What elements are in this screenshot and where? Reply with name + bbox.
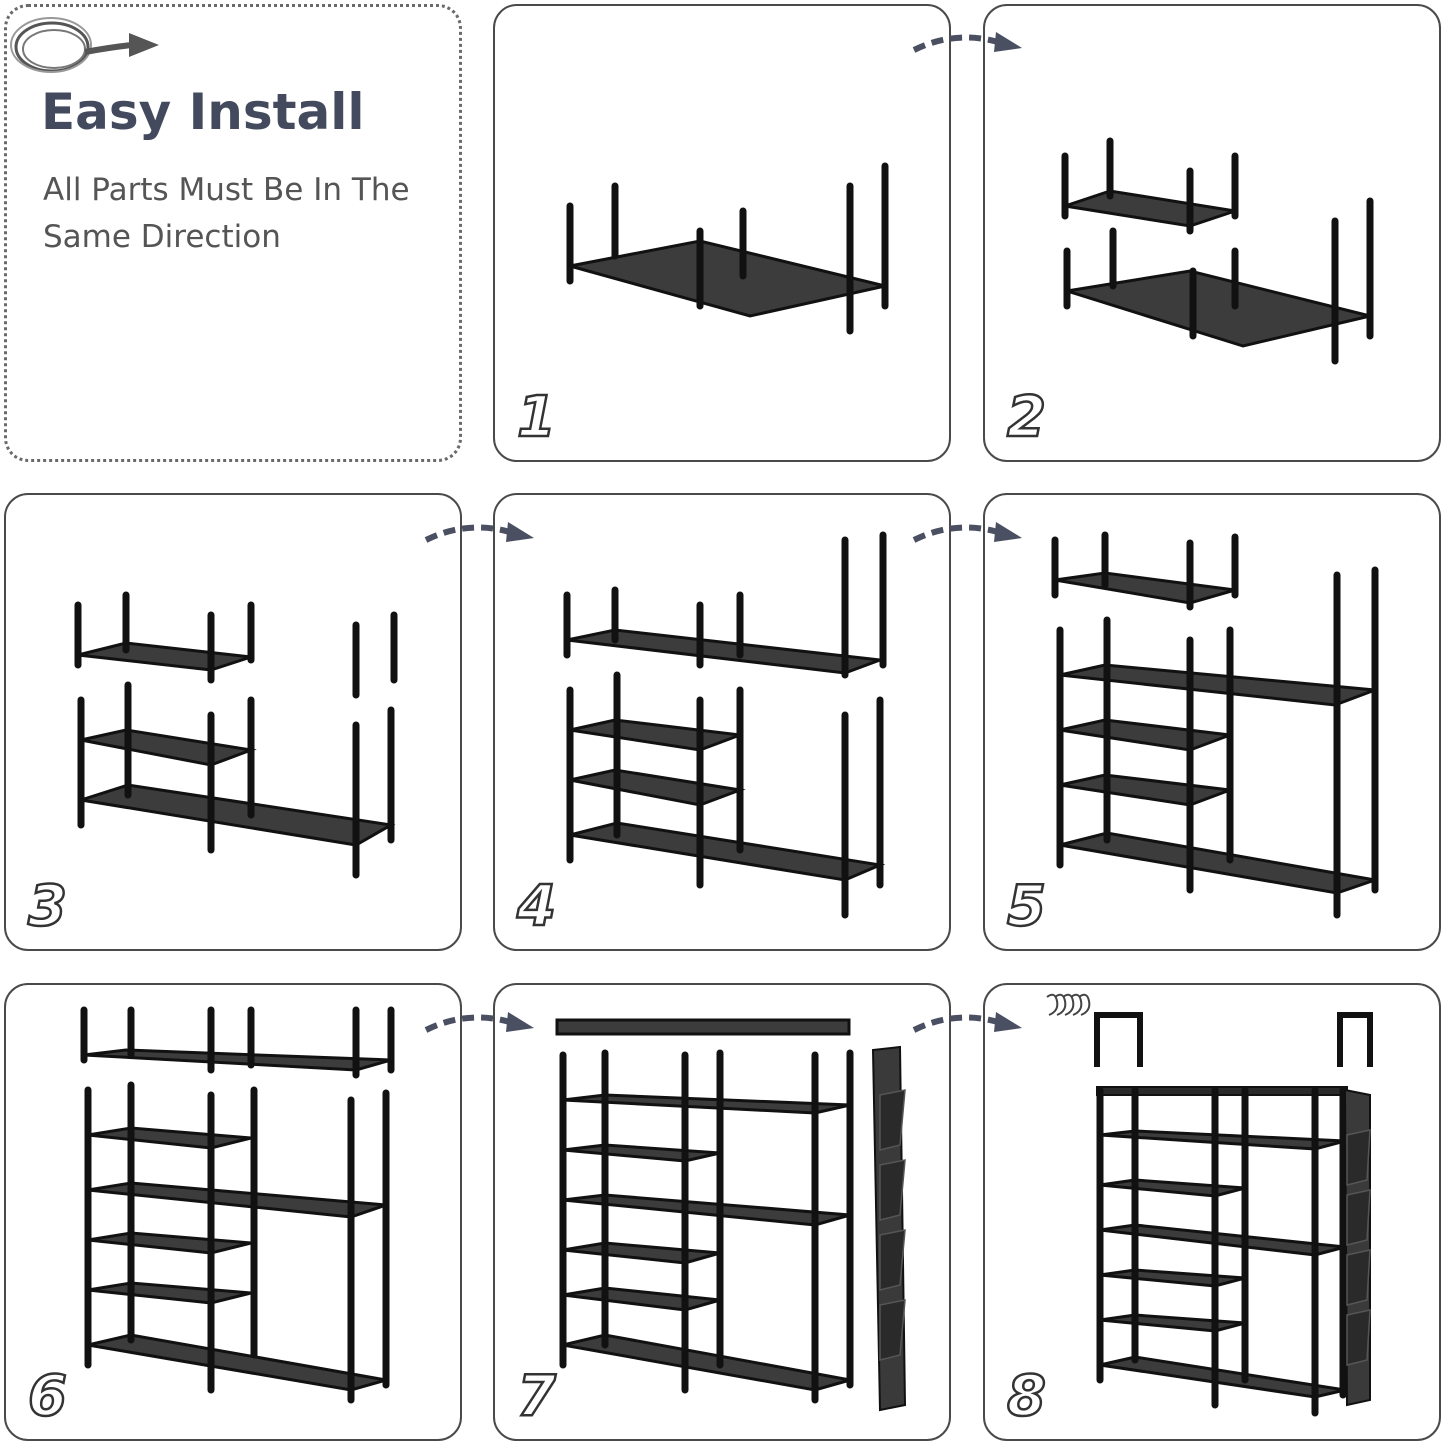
step-4-number: 4 [516, 874, 557, 939]
step-4-illustration [563, 531, 887, 919]
step-8-panel: 8 [983, 983, 1441, 1441]
intro-panel: Easy Install All Parts Must Be In The Sa… [4, 4, 462, 462]
dashed-arrow-icon [912, 522, 1022, 543]
dashed-arrow-icon [912, 32, 1022, 53]
step-3-illustration [74, 591, 398, 879]
dashed-arrow-icon [424, 522, 534, 543]
dashed-arrow-icon [912, 1012, 1022, 1033]
dashed-arrow-icon [424, 1012, 534, 1033]
intro-subtitle: All Parts Must Be In The Same Direction [43, 172, 410, 255]
step-5-illustration [1051, 531, 1379, 919]
step-4-panel: 4 [493, 493, 951, 951]
step-3-number: 3 [27, 874, 68, 939]
step-5-panel: 5 [983, 493, 1441, 951]
step-1-number: 1 [516, 385, 557, 450]
rotation-direction-icon [10, 17, 159, 73]
step-6-panel: 6 [4, 983, 462, 1441]
step-6-illustration [80, 1006, 395, 1404]
step-7-panel: 7 [493, 983, 951, 1441]
s-hooks-icon [1046, 993, 1091, 1016]
step-8-number: 8 [1006, 1364, 1047, 1429]
step-7-number: 7 [516, 1364, 557, 1429]
step-5-number: 5 [1006, 874, 1047, 939]
step-2-illustration [1061, 137, 1374, 365]
intro-title: Easy Install [41, 83, 365, 141]
step-7-illustration [555, 1018, 907, 1412]
step-1-panel: 1 [493, 4, 951, 462]
step-1-illustration [566, 162, 889, 335]
step-6-number: 6 [27, 1364, 68, 1429]
step-2-panel: 2 [983, 4, 1441, 462]
step-8-illustration [1046, 993, 1373, 1417]
step-3-panel: 3 [4, 493, 462, 951]
step-2-number: 2 [1006, 385, 1047, 450]
